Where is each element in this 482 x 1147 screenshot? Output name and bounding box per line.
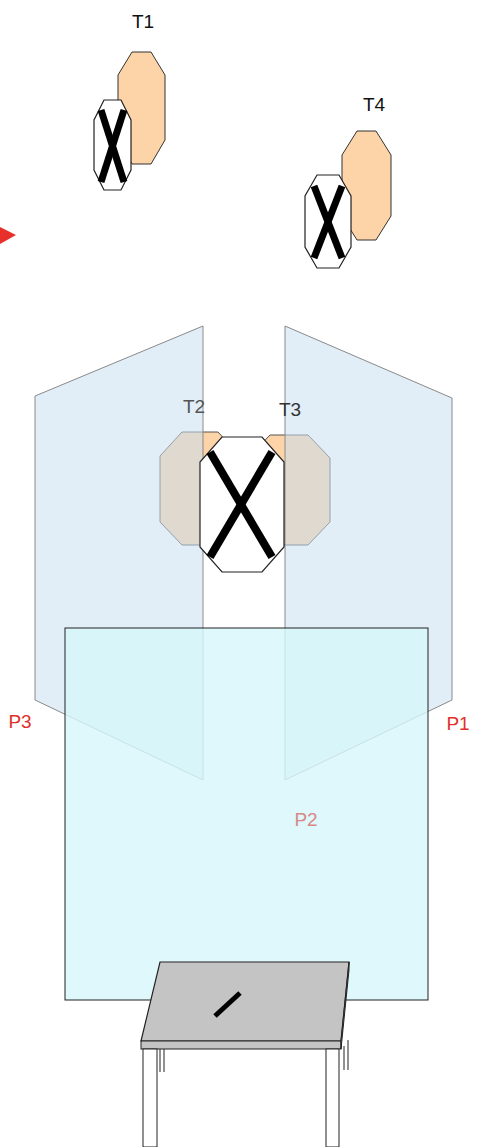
target-front xyxy=(305,175,351,268)
table-leg xyxy=(348,1040,349,1070)
table-leg xyxy=(344,1046,345,1070)
table-top xyxy=(141,962,349,1041)
target-label: T3 xyxy=(279,400,301,419)
table-object xyxy=(215,993,240,1016)
x-mark xyxy=(314,186,342,258)
x-mark xyxy=(101,110,124,182)
table-edge xyxy=(141,1041,341,1049)
target-front xyxy=(200,437,284,572)
target-label: T4 xyxy=(363,95,385,114)
red-arrow xyxy=(0,227,16,244)
x-mark xyxy=(210,452,272,557)
table-leg xyxy=(160,1049,161,1072)
table-leg xyxy=(326,1049,339,1147)
x-mark xyxy=(314,186,342,258)
panel-label: P2 xyxy=(294,810,317,829)
x-mark xyxy=(210,452,272,557)
front-panel xyxy=(65,628,428,1000)
table-edge xyxy=(341,962,349,1049)
target-label: T1 xyxy=(132,12,154,31)
panel-label: P1 xyxy=(446,714,469,733)
x-mark xyxy=(101,110,124,182)
table-leg xyxy=(143,1049,157,1147)
panel-label: P3 xyxy=(8,712,31,731)
table-leg xyxy=(164,1049,165,1072)
target-front xyxy=(94,100,131,190)
target-label: T2 xyxy=(183,397,205,416)
